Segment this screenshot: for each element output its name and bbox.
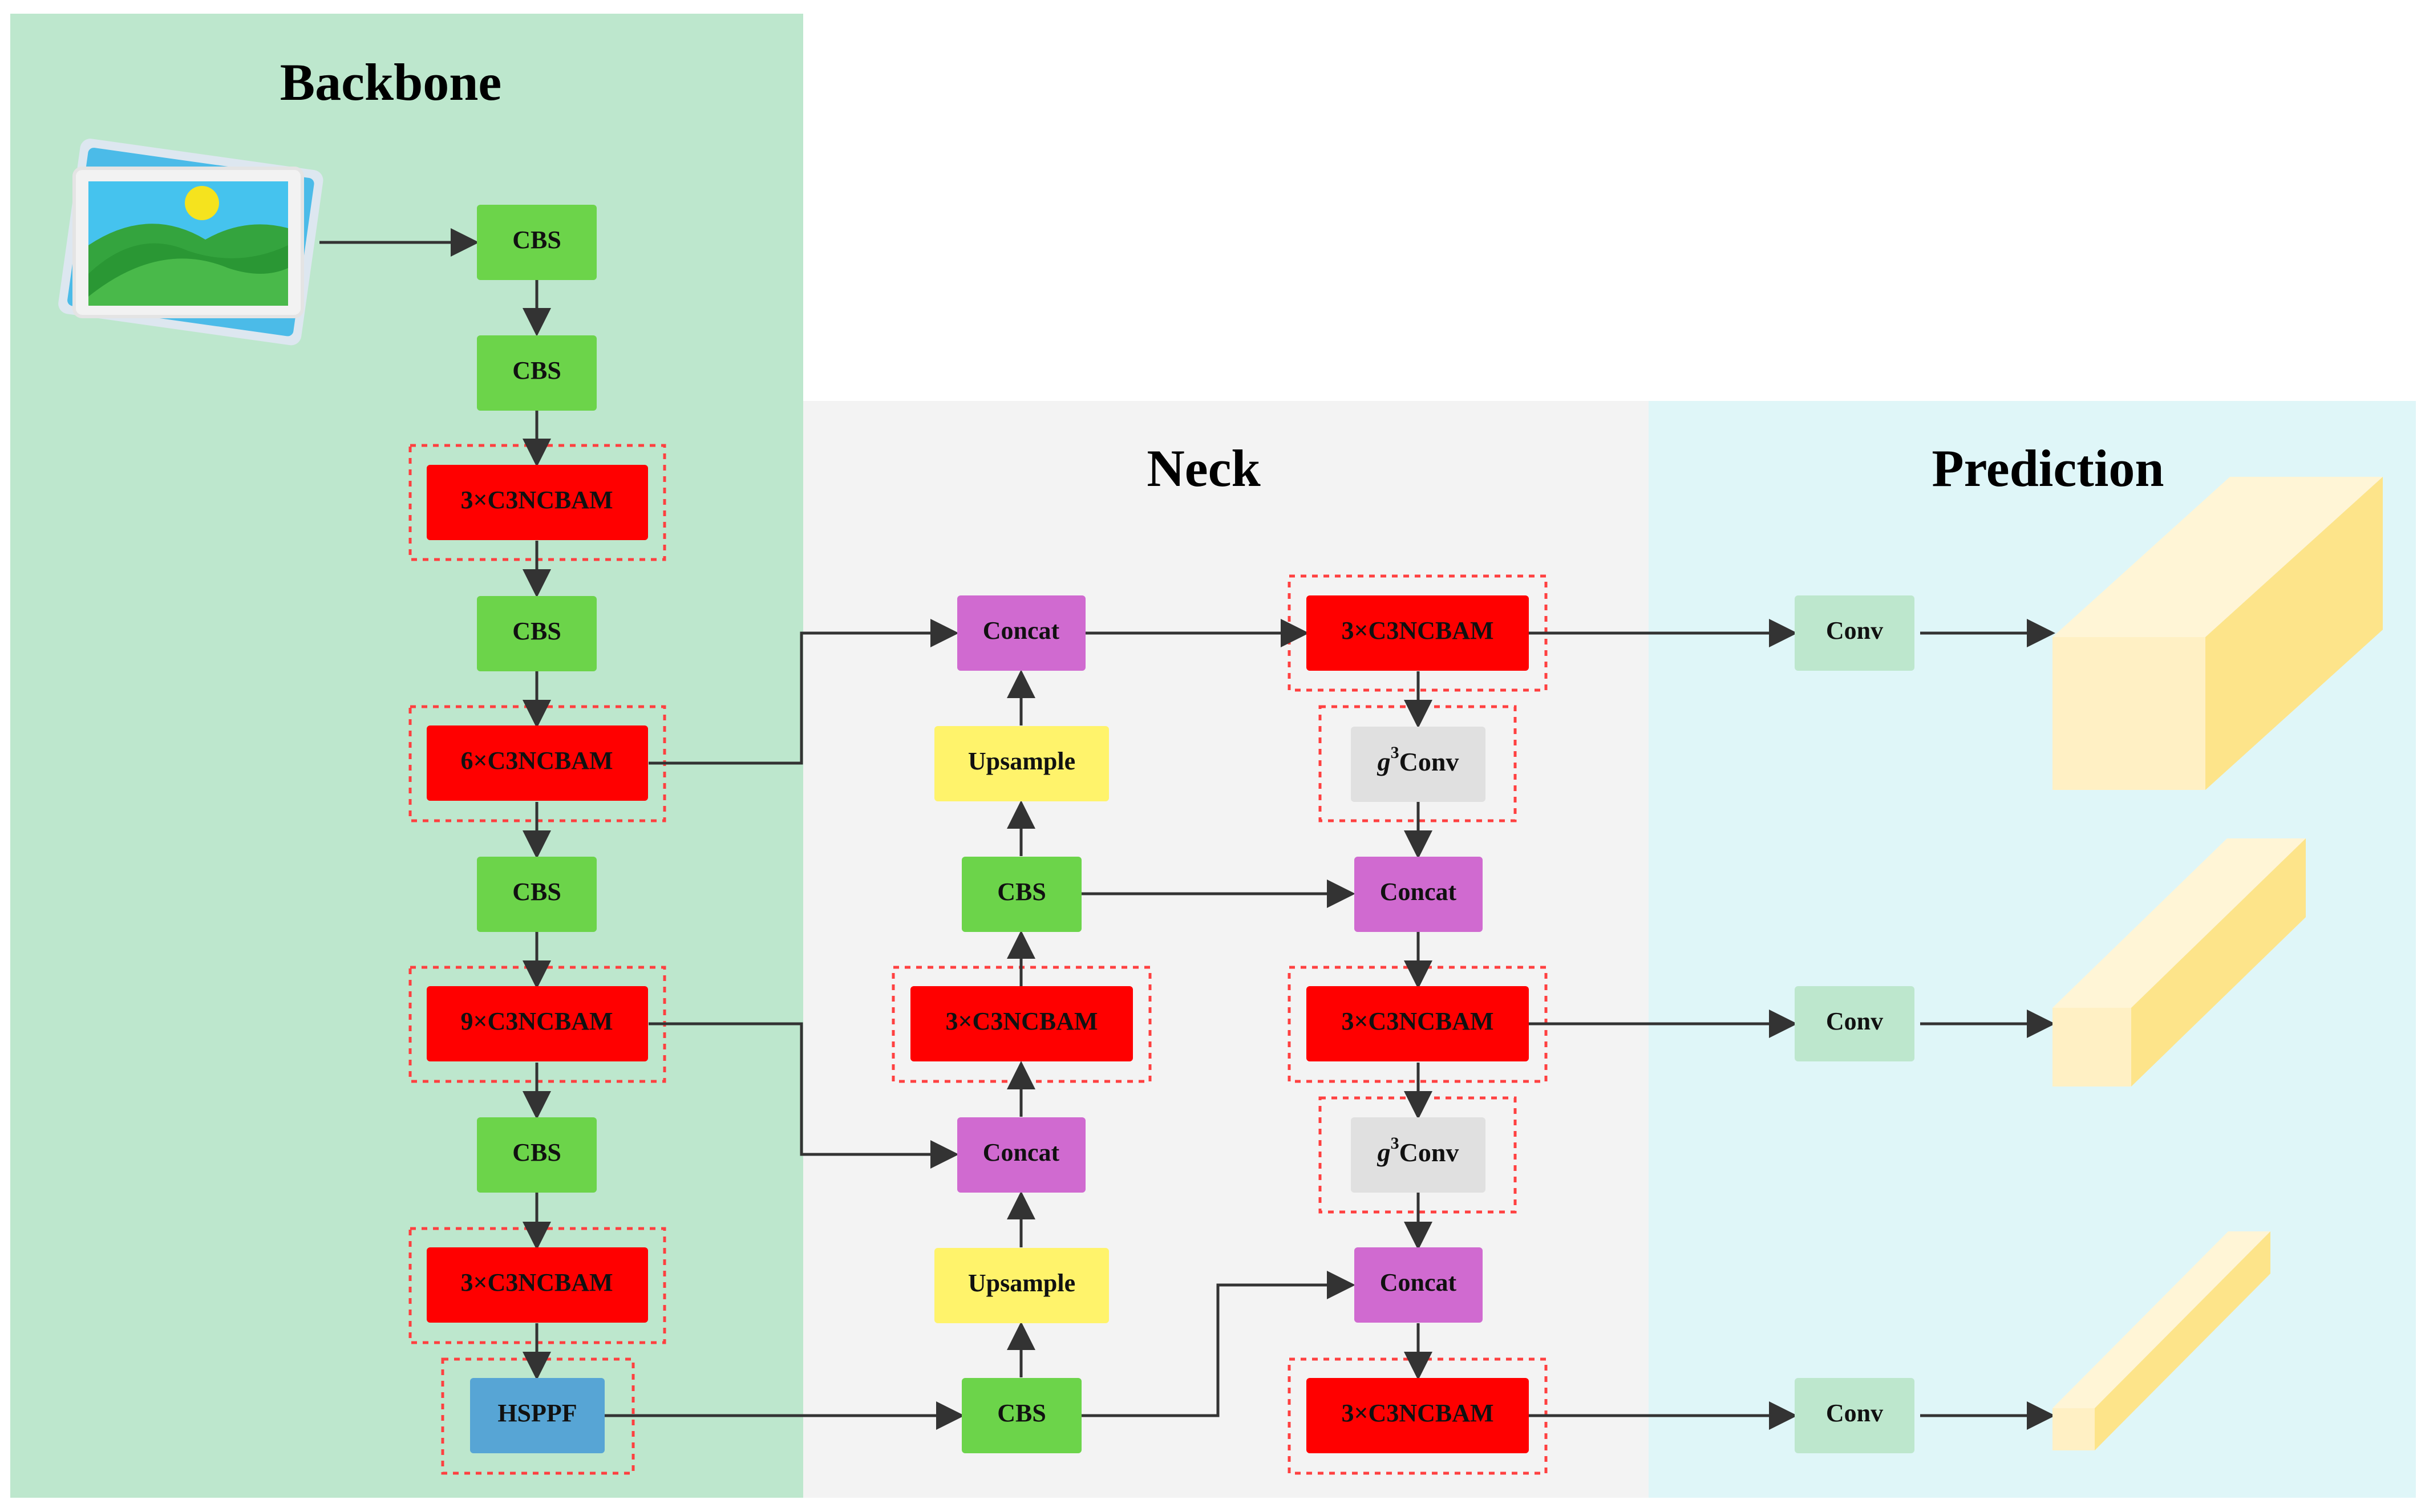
neck-left-blocks: Concat Upsample CBS 3×C3NCBAM Concat Ups… xyxy=(910,595,1133,1453)
svg-text:g3Conv: g3Conv xyxy=(1377,1134,1459,1167)
neck-c3ncbam-1: 3×C3NCBAM xyxy=(910,986,1133,1061)
g3conv-label: Conv xyxy=(1399,1138,1459,1167)
backbone-cbs-5: CBS xyxy=(477,1117,597,1193)
neck-title: Neck xyxy=(1147,439,1261,497)
svg-text:CBS: CBS xyxy=(512,1138,561,1166)
prediction-conv-2: Conv xyxy=(1795,986,1914,1061)
feature-map-large xyxy=(2052,477,2383,790)
svg-text:Concat: Concat xyxy=(983,617,1060,644)
prediction-blocks: Conv Conv Conv xyxy=(1795,595,1914,1453)
neck-c3ncbam-3: 3×C3NCBAM xyxy=(1306,986,1529,1061)
neck-c3ncbam-2: 3×C3NCBAM xyxy=(1306,595,1529,671)
backbone-c3ncbam-1: 3×C3NCBAM xyxy=(427,465,648,540)
g3conv-label: Conv xyxy=(1399,747,1459,776)
svg-text:g3Conv: g3Conv xyxy=(1377,743,1459,776)
backbone-cbs-4: CBS xyxy=(477,857,597,932)
svg-text:CBS: CBS xyxy=(512,226,561,254)
neck-c3ncbam-4: 3×C3NCBAM xyxy=(1306,1378,1529,1453)
image-icon xyxy=(58,139,323,346)
svg-text:Concat: Concat xyxy=(983,1138,1060,1166)
backbone-c3ncbam-2: 6×C3NCBAM xyxy=(427,725,648,801)
svg-text:3×C3NCBAM: 3×C3NCBAM xyxy=(1341,617,1493,644)
svg-text:3×C3NCBAM: 3×C3NCBAM xyxy=(945,1007,1098,1035)
g3conv-prefix: g xyxy=(1377,1138,1391,1167)
svg-text:CBS: CBS xyxy=(512,617,561,645)
backbone-cbs-1: CBS xyxy=(477,205,597,280)
neck-upsample-2: Upsample xyxy=(934,1248,1109,1323)
prediction-conv-1: Conv xyxy=(1795,595,1914,671)
svg-text:Conv: Conv xyxy=(1826,617,1883,644)
neck-concat-3: Concat xyxy=(1354,857,1483,932)
connectors xyxy=(319,228,2055,1430)
svg-text:CBS: CBS xyxy=(512,878,561,906)
svg-text:Conv: Conv xyxy=(1826,1399,1883,1427)
svg-text:3×C3NCBAM: 3×C3NCBAM xyxy=(1341,1399,1493,1427)
neck-concat-1: Concat xyxy=(957,595,1086,671)
neck-g3conv-1: g3Conv xyxy=(1351,727,1485,802)
prediction-conv-3: Conv xyxy=(1795,1378,1914,1453)
feature-map-medium xyxy=(2052,838,2306,1087)
neck-panel xyxy=(803,401,1649,1498)
prediction-title: Prediction xyxy=(1932,439,2164,497)
feature-map-small xyxy=(2052,1231,2270,1450)
backbone-cbs-2: CBS xyxy=(477,335,597,411)
neck-cbs-1: CBS xyxy=(962,857,1082,932)
neck-cbs-2: CBS xyxy=(962,1378,1082,1453)
backbone-c3ncbam-4: 3×C3NCBAM xyxy=(427,1247,648,1323)
g3conv-prefix: g xyxy=(1377,747,1391,776)
svg-text:Upsample: Upsample xyxy=(968,1269,1075,1297)
backbone-c3ncbam-3: 9×C3NCBAM xyxy=(427,986,648,1061)
svg-text:CBS: CBS xyxy=(997,878,1046,906)
backbone-title: Backbone xyxy=(280,53,502,111)
neck-concat-2: Concat xyxy=(957,1117,1086,1193)
g3conv-superscript: 3 xyxy=(1391,1134,1399,1153)
svg-text:Upsample: Upsample xyxy=(968,747,1075,775)
neck-right-blocks: 3×C3NCBAM g3Conv Concat 3×C3NCBAM g3Conv… xyxy=(1306,595,1529,1453)
backbone-blocks: CBS CBS 3×C3NCBAM CBS 6×C3NCBAM CBS 9×C3… xyxy=(427,205,648,1453)
neck-g3conv-2: g3Conv xyxy=(1351,1117,1485,1193)
neck-concat-4: Concat xyxy=(1354,1247,1483,1323)
svg-text:3×C3NCBAM: 3×C3NCBAM xyxy=(460,1268,613,1296)
backbone-hsppf: HSPPF xyxy=(470,1378,605,1453)
svg-text:Concat: Concat xyxy=(1380,878,1457,906)
backbone-cbs-3: CBS xyxy=(477,596,597,671)
svg-text:3×C3NCBAM: 3×C3NCBAM xyxy=(1341,1007,1493,1035)
g3conv-superscript: 3 xyxy=(1391,743,1399,762)
svg-text:HSPPF: HSPPF xyxy=(497,1399,577,1427)
svg-text:3×C3NCBAM: 3×C3NCBAM xyxy=(460,486,613,514)
svg-text:CBS: CBS xyxy=(997,1399,1046,1427)
svg-text:6×C3NCBAM: 6×C3NCBAM xyxy=(460,747,613,775)
svg-text:Concat: Concat xyxy=(1380,1268,1457,1296)
svg-text:Conv: Conv xyxy=(1826,1007,1883,1035)
svg-text:9×C3NCBAM: 9×C3NCBAM xyxy=(460,1007,613,1035)
svg-text:CBS: CBS xyxy=(512,356,561,384)
neck-upsample-1: Upsample xyxy=(934,726,1109,801)
